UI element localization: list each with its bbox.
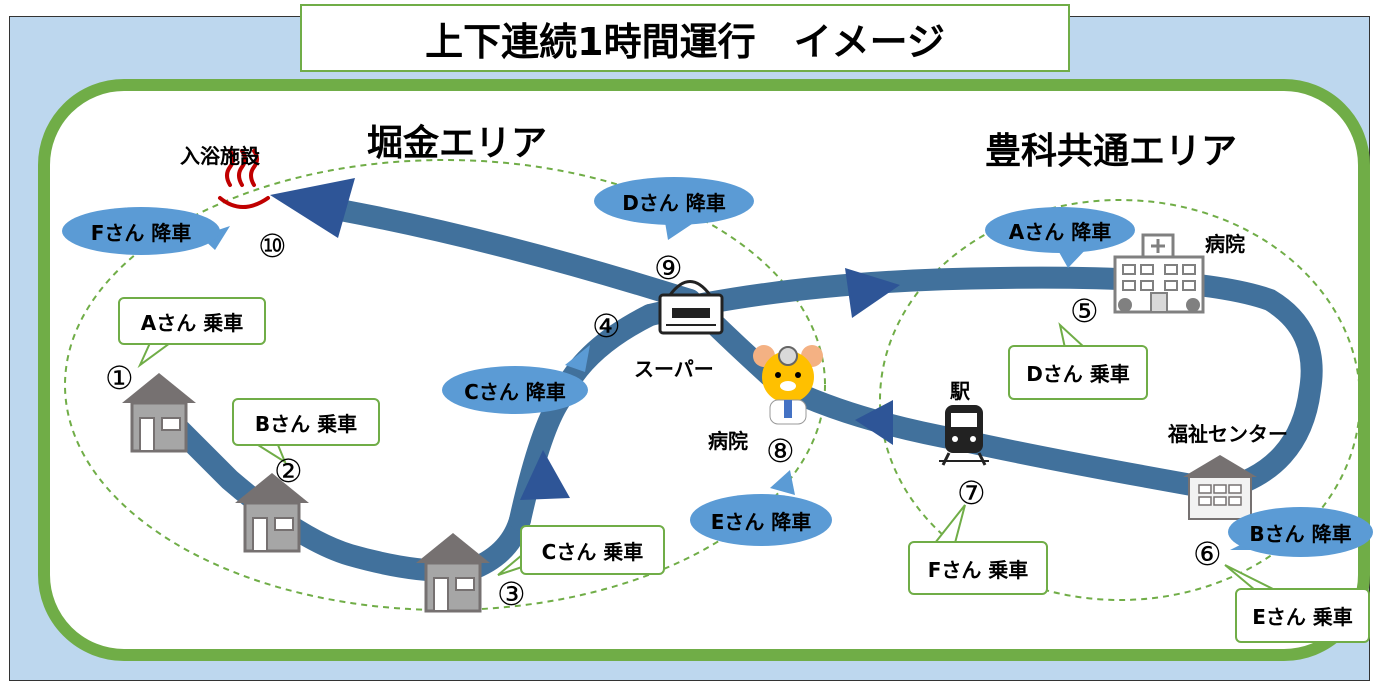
stop-number-6: ⑥ [1193, 535, 1222, 573]
bubble-f-board: Fさん 乗車 [908, 541, 1048, 595]
hospital-icon [1113, 233, 1205, 314]
stop-number-10: ⑩ [258, 227, 287, 265]
place-label-hospital-right: 病院 [1205, 232, 1245, 256]
place-label-bath: 入浴施設 [180, 144, 260, 168]
route-segment-9-10 [329, 199, 701, 311]
bubble-c-drop-off: Cさん 降車 [442, 366, 588, 414]
place-label-hospital-left: 病院 [708, 429, 748, 453]
place-label-supermarket: スーパー [634, 357, 714, 381]
house-icon [416, 533, 490, 613]
arrow-east [845, 268, 900, 318]
shopping-basket-icon [658, 280, 724, 335]
bubble-e-board: Eさん 乗車 [1235, 588, 1370, 643]
bubble-a-board: Aさん 乗車 [118, 297, 266, 345]
bear-doctor-mascot-icon [753, 345, 823, 425]
bubble-f-drop-off: Fさん 降車 [62, 207, 220, 255]
bubble-tail [565, 345, 590, 372]
stop-number-4: ④ [592, 307, 621, 345]
hot-spring-icon [218, 149, 270, 209]
train-icon [939, 405, 989, 466]
bubble-d-drop-off: Dさん 降車 [594, 177, 754, 225]
bubble-tail [665, 222, 695, 240]
welfare-center-icon [1183, 455, 1257, 520]
bubble-e-drop-off: Eさん 降車 [690, 494, 832, 546]
stop-number-1: ① [105, 359, 134, 397]
bubble-a-drop-off: Aさん 降車 [985, 207, 1135, 253]
stop-number-8: ⑧ [766, 432, 795, 470]
arrow-to-bath [270, 178, 355, 238]
stop-number-7: ⑦ [957, 474, 986, 512]
bubble-b-board: Bさん 乗車 [232, 398, 380, 446]
stop-number-2: ② [274, 452, 303, 490]
place-label-station: 駅 [950, 379, 970, 403]
area-label-toyoshina: 豊科共通エリア [985, 131, 1238, 172]
arrow-north [520, 450, 570, 500]
arrow-west [855, 400, 893, 445]
stop-number-3: ③ [497, 575, 526, 613]
bubble-tail [770, 470, 795, 495]
route-segment-6-8 [679, 289, 1231, 501]
diagram-title: 上下連続1時間運行 イメージ [300, 4, 1070, 72]
house-icon [235, 473, 309, 553]
horikane-area-circle [64, 159, 826, 611]
bubble-b-drop-off: Bさん 降車 [1228, 507, 1373, 557]
title-text: 上下連続1時間運行 イメージ [425, 19, 945, 64]
house-icon [122, 373, 196, 453]
stop-number-9: ⑨ [654, 249, 683, 287]
place-label-welfare: 福祉センター [1168, 422, 1288, 446]
route-segment-1-3 [154, 404, 531, 582]
toyoshina-area-circle [879, 199, 1361, 601]
stop-number-5: ⑤ [1070, 292, 1099, 330]
bubble-c-board: Cさん 乗車 [520, 525, 665, 575]
area-label-horikane: 堀金エリア [367, 123, 548, 164]
route-segment-4-5 [639, 266, 1323, 501]
bubble-d-board: Dさん 乗車 [1008, 345, 1148, 400]
